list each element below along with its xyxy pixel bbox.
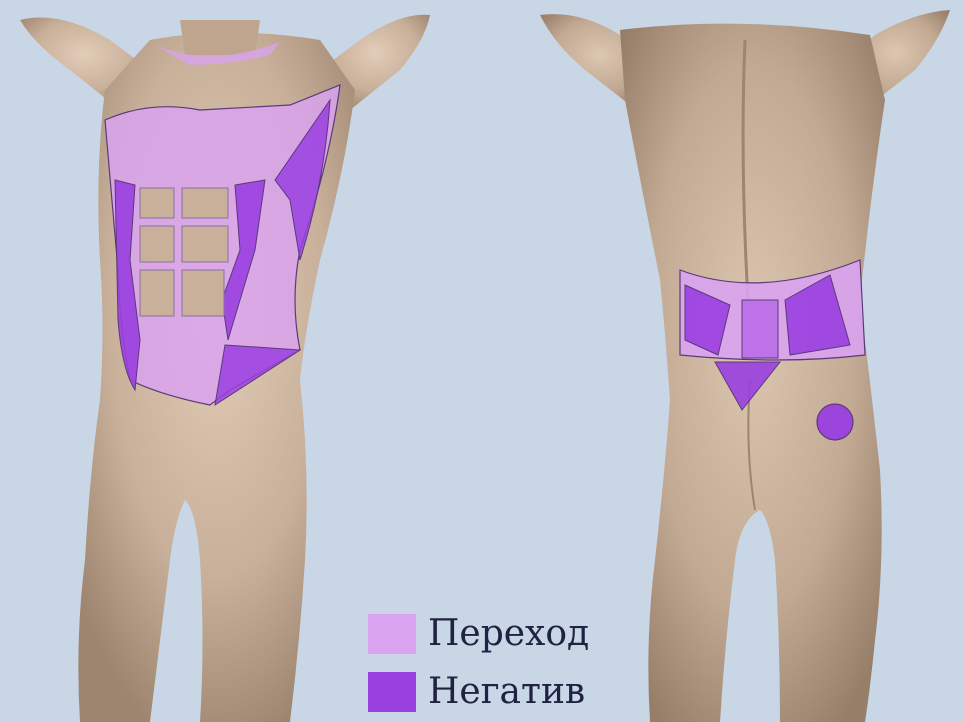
back-figure [540, 10, 950, 722]
legend: Переход Негатив [368, 614, 589, 712]
front-neck [180, 20, 260, 55]
legend-item-transition: Переход [368, 614, 589, 654]
legend-swatch-transition [368, 614, 416, 654]
back-negative-hip-spot [817, 404, 853, 440]
back-center-strip [742, 300, 778, 358]
legend-label-transition: Переход [428, 614, 589, 654]
legend-swatch-negative [368, 672, 416, 712]
front-abs-grid [140, 188, 228, 316]
legend-item-negative: Негатив [368, 672, 589, 712]
legend-label-negative: Негатив [428, 672, 585, 712]
